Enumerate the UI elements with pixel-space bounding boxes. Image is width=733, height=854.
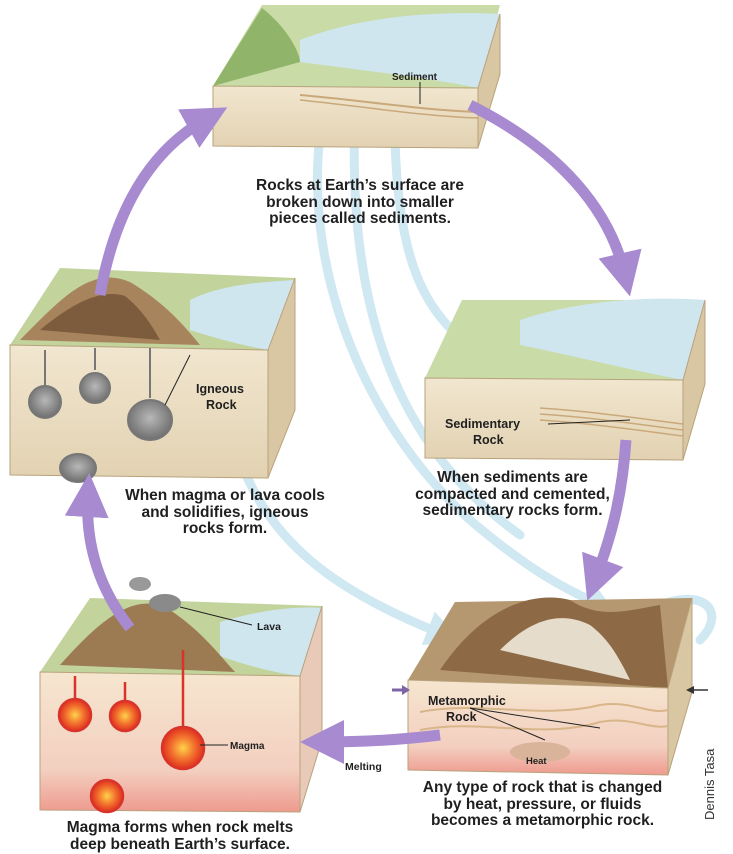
lava-label: Lava: [257, 621, 281, 633]
sedimentary-block: Sedimentary Rock: [425, 299, 705, 460]
photo-credit: Dennis Tasa: [702, 749, 717, 820]
caption-magma: Magma forms when rock melts deep beneath…: [30, 820, 330, 853]
heat-label: Heat: [526, 756, 547, 767]
sediment-block: Sediment: [213, 5, 500, 148]
igneous-block: Igneous Rock: [10, 268, 295, 482]
arrow-metamorphic-to-magma: [322, 735, 440, 742]
arrow-igneous-to-sediment: [100, 118, 208, 295]
magma-label: Magma: [230, 741, 265, 752]
metamorphic-block: Metamorphic Rock Heat: [392, 598, 708, 775]
caption-metamorphic: Any type of rock that is changed by heat…: [385, 780, 700, 830]
caption-igneous: When magma or lava cools and solidifies,…: [100, 488, 350, 538]
melting-label: Melting: [345, 761, 382, 773]
caption-weathering: Rocks at Earth’s surface are broken down…: [215, 178, 505, 228]
magma-block: Magma Lava: [40, 577, 322, 812]
caption-sedimentary: When sediments are compacted and cemente…: [390, 470, 635, 520]
sediment-label: Sediment: [392, 72, 438, 83]
